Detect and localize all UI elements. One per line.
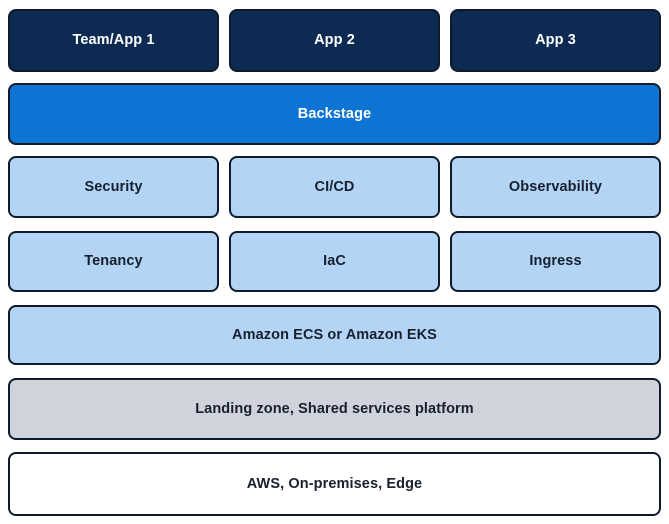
row-compute: Amazon ECS or Amazon EKS — [0, 305, 669, 365]
box-amazon-ecs-or-eks[interactable]: Amazon ECS or Amazon EKS — [8, 305, 661, 365]
box-aws-on-premises-edge[interactable]: AWS, On-premises, Edge — [8, 452, 661, 516]
row-applications: Team/App 1 App 2 App 3 — [0, 9, 669, 72]
row-backstage: Backstage — [0, 83, 669, 145]
box-ingress[interactable]: Ingress — [450, 231, 661, 292]
box-tenancy[interactable]: Tenancy — [8, 231, 219, 292]
box-app-2[interactable]: App 2 — [229, 9, 440, 72]
row-capabilities-1: Security CI/CD Observability — [0, 156, 669, 218]
row-infrastructure: AWS, On-premises, Edge — [0, 452, 669, 516]
box-security[interactable]: Security — [8, 156, 219, 218]
box-ci-cd[interactable]: CI/CD — [229, 156, 440, 218]
box-app-3[interactable]: App 3 — [450, 9, 661, 72]
box-team-app-1[interactable]: Team/App 1 — [8, 9, 219, 72]
row-landing-zone: Landing zone, Shared services platform — [0, 378, 669, 440]
row-capabilities-2: Tenancy IaC Ingress — [0, 231, 669, 292]
box-iac[interactable]: IaC — [229, 231, 440, 292]
box-observability[interactable]: Observability — [450, 156, 661, 218]
box-landing-zone-shared-services[interactable]: Landing zone, Shared services platform — [8, 378, 661, 440]
box-backstage[interactable]: Backstage — [8, 83, 661, 145]
